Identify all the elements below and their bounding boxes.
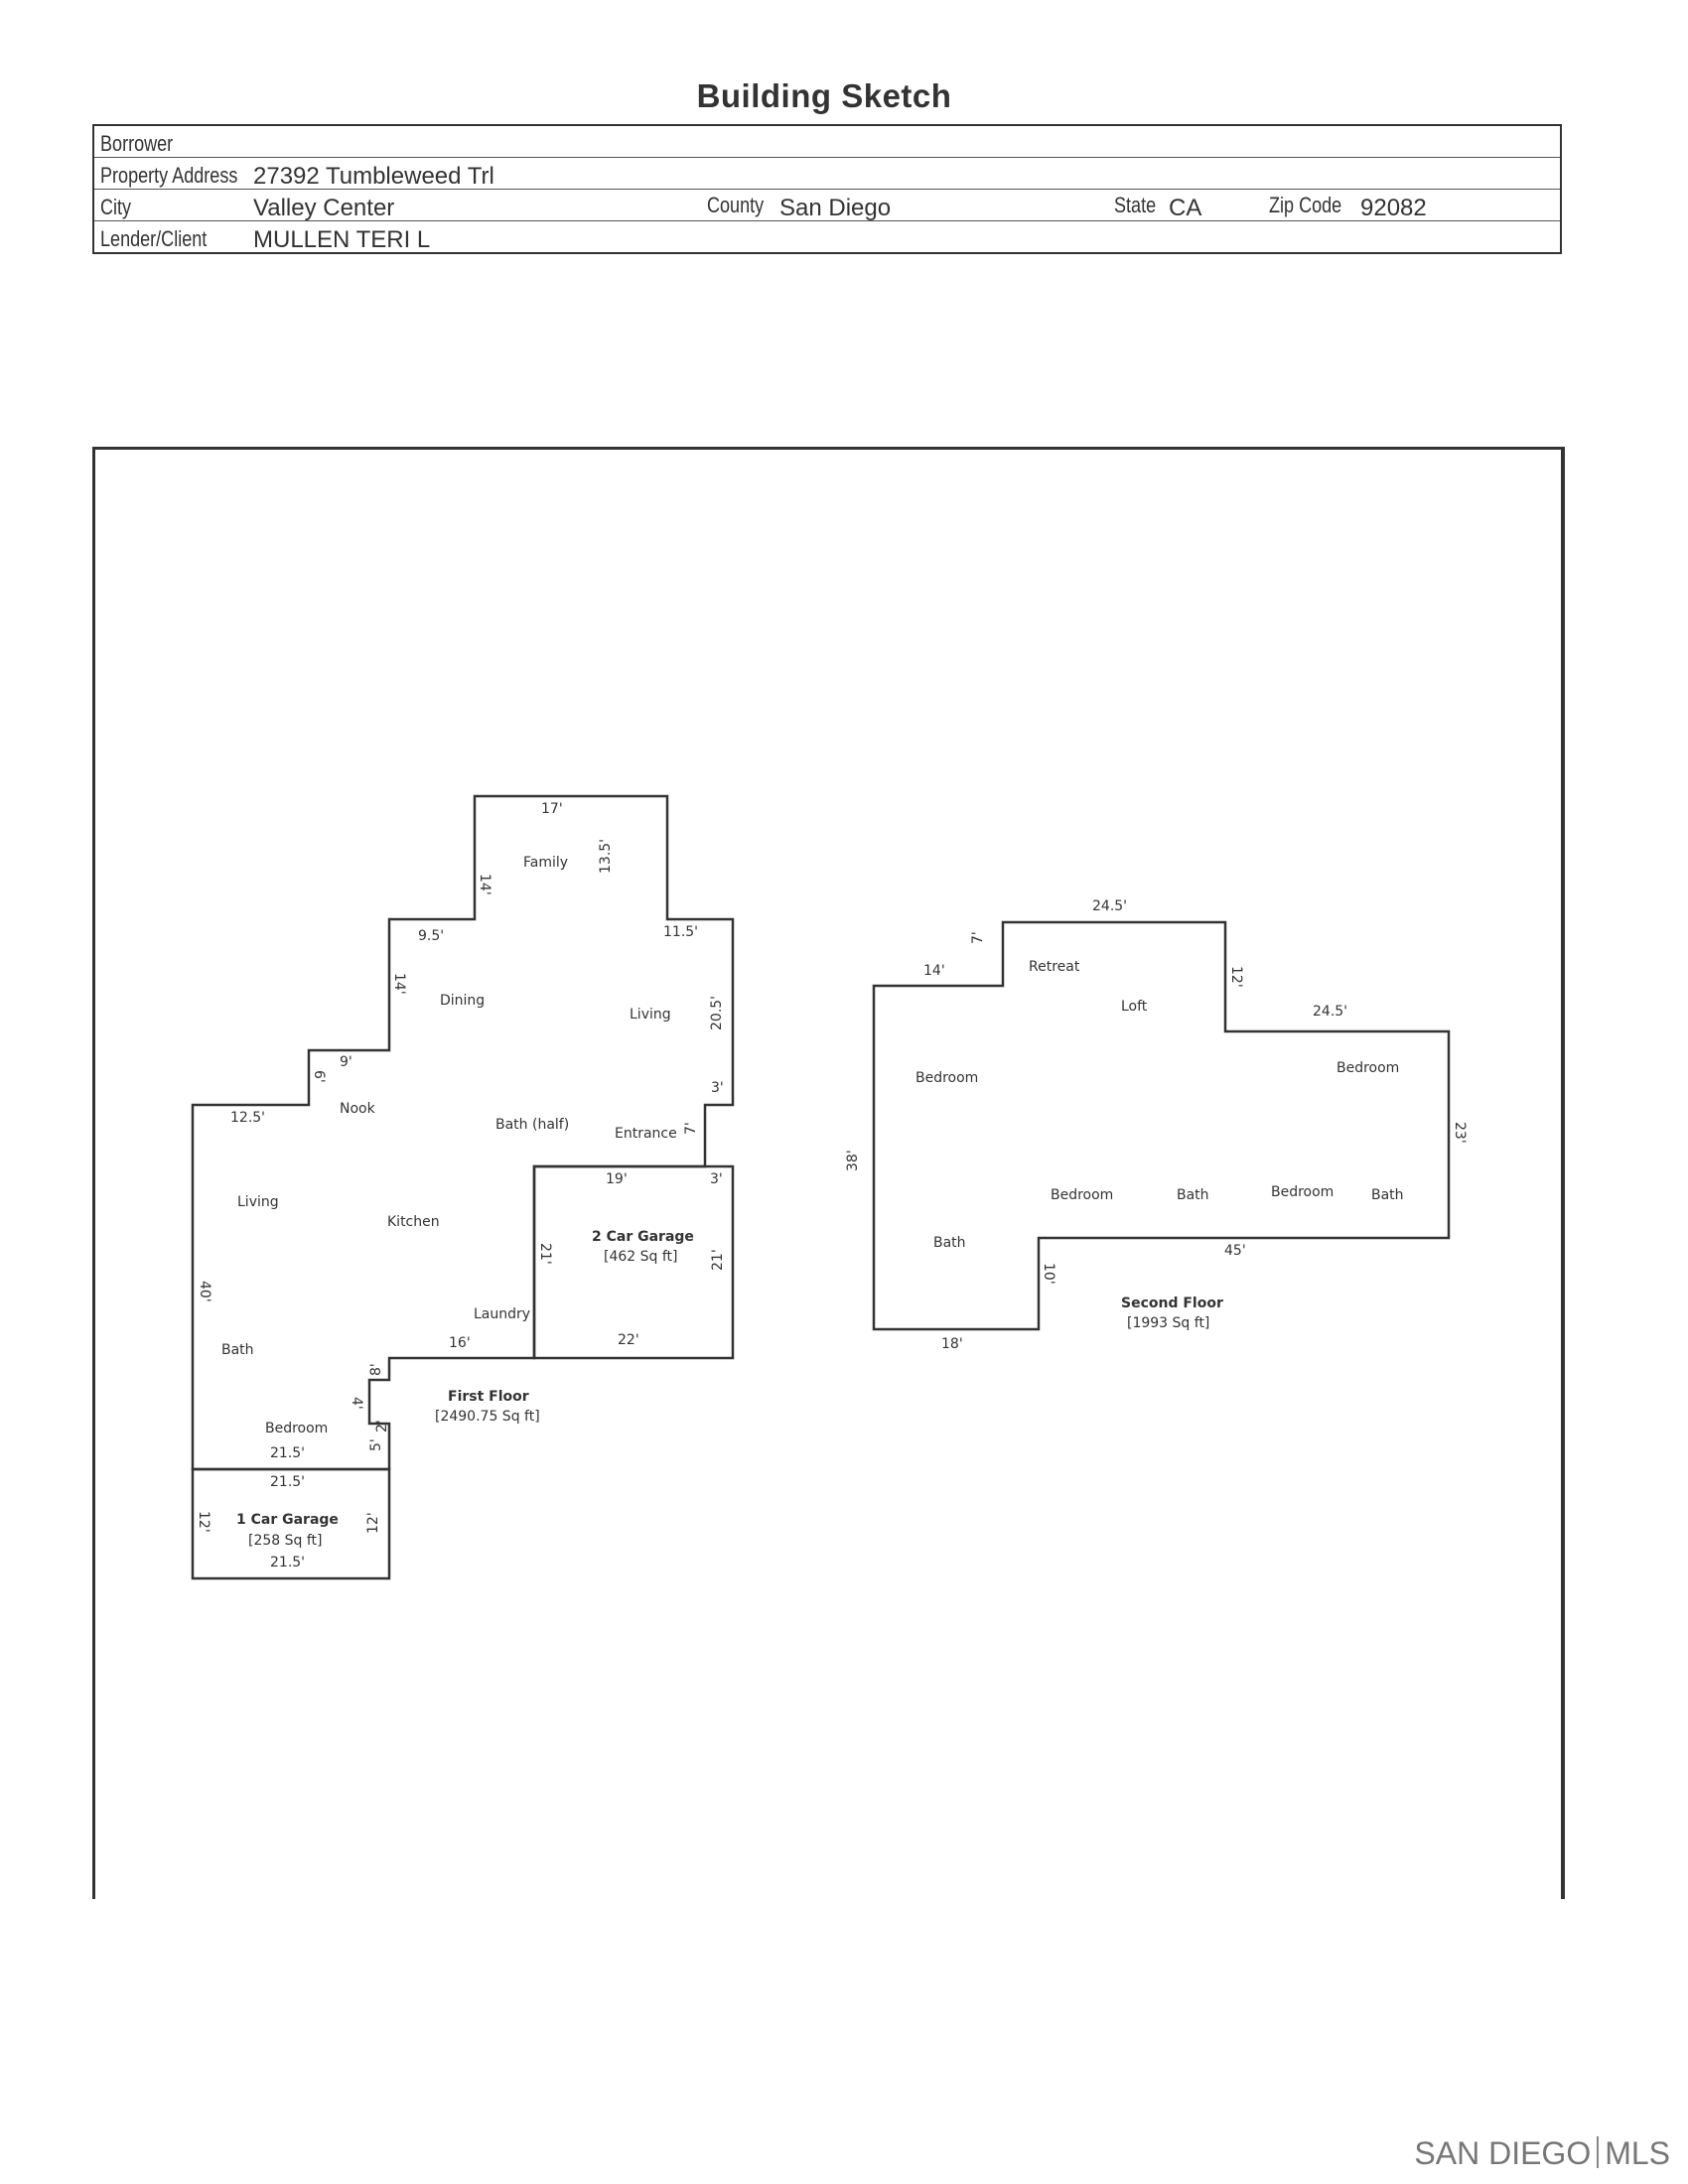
watermark-separator	[1597, 2136, 1600, 2168]
dim-ff-left-side: 40'	[197, 1281, 212, 1302]
dim-sf-left-top: 14'	[923, 963, 945, 979]
second-floor-outline	[872, 920, 1451, 1331]
borrower-cell: Borrower	[93, 125, 1561, 158]
lender-label: Lender/Client	[100, 226, 208, 251]
dim-ff-entrance-7: 7'	[683, 1122, 699, 1135]
watermark-left-text: SAN DIEGO	[1414, 2135, 1592, 2171]
room-family: Family	[523, 855, 568, 871]
dim-ff-family-left: 14'	[477, 874, 492, 895]
room-laundry: Laundry	[474, 1306, 530, 1322]
dim-ff-step-8: 8'	[368, 1363, 384, 1376]
first-floor-area: [2490.75 Sq ft]	[435, 1409, 540, 1425]
dim-ff-nook-left: 6'	[311, 1070, 327, 1083]
state-label: State	[1114, 193, 1157, 217]
dim-sf-right-12: 12'	[1228, 966, 1244, 988]
room-bedroom-left: Bedroom	[915, 1070, 978, 1086]
room-entrance: Entrance	[615, 1126, 677, 1142]
dim-ff-step-4: 4'	[349, 1397, 364, 1410]
first-floor-outline	[191, 794, 735, 1471]
dim-ff-bedroom-bottom: 21.5'	[270, 1445, 305, 1461]
dim-ff-right-3: 3'	[711, 1080, 724, 1096]
room-bath-mid1: Bath	[1177, 1187, 1209, 1203]
property-address-value: 27392 Tumbleweed Trl	[253, 163, 494, 190]
second-floor-area: [1993 Sq ft]	[1127, 1315, 1209, 1331]
room-bedroom-mid2: Bedroom	[1271, 1184, 1334, 1200]
dim-2g-right: 21'	[710, 1249, 726, 1271]
room-bedroom-right: Bedroom	[1336, 1060, 1399, 1076]
dim-2g-top-right: 3'	[710, 1171, 723, 1187]
dim-ff-living-top: 11.5'	[663, 924, 698, 940]
room-nook: Nook	[340, 1101, 376, 1117]
property-address-row: Property Address 27392 Tumbleweed Trl	[93, 157, 1561, 190]
room-bedroom-mid1: Bedroom	[1051, 1187, 1113, 1203]
two-car-garage-outline	[532, 1164, 735, 1360]
dim-1g-right: 12'	[365, 1512, 381, 1534]
dim-2g-left: 21'	[537, 1243, 553, 1265]
room-bath: Bath	[221, 1342, 254, 1358]
dim-sf-right-side: 23'	[1452, 1122, 1468, 1144]
lender-cell: Lender/Client MULLEN TERI L	[93, 221, 1561, 253]
city-cell: City Valley Center County San Diego Stat…	[93, 189, 1561, 221]
property-info-table: Borrower Property Address 27392 Tumblewe…	[92, 124, 1562, 254]
dim-sf-top: 24.5'	[1092, 898, 1127, 914]
dim-ff-family-right: 13.5'	[598, 839, 614, 874]
property-address-label: Property Address	[100, 163, 238, 188]
zip-label: Zip Code	[1269, 193, 1342, 217]
lender-value: MULLEN TERI L	[253, 226, 431, 253]
dim-1g-top: 21.5'	[270, 1474, 305, 1490]
dim-ff-laundry-bottom: 16'	[449, 1335, 471, 1351]
city-value: Valley Center	[253, 195, 395, 221]
dim-sf-inner-10: 10'	[1041, 1263, 1056, 1285]
property-address-cell: Property Address 27392 Tumbleweed Trl	[93, 157, 1561, 190]
one-car-garage-area: [258 Sq ft]	[248, 1533, 323, 1549]
dim-sf-right-top: 24.5'	[1313, 1004, 1347, 1020]
dim-ff-nook-top: 9'	[340, 1054, 352, 1070]
room-living-left: Living	[237, 1194, 279, 1210]
county-label: County	[707, 193, 765, 217]
dim-ff-dining-top: 9.5'	[418, 928, 444, 944]
room-bath-mid2: Bath	[1371, 1187, 1404, 1203]
second-floor-name: Second Floor	[1121, 1296, 1223, 1311]
dim-1g-bottom: 21.5'	[270, 1555, 305, 1570]
sketch-frame	[92, 447, 1565, 1899]
borrower-row: Borrower	[93, 125, 1561, 158]
one-car-garage-name: 1 Car Garage	[236, 1512, 339, 1528]
two-car-garage-area: [462 Sq ft]	[604, 1249, 678, 1265]
dim-ff-step-5: 5'	[368, 1438, 384, 1451]
dim-sf-bottom-right: 45'	[1224, 1243, 1246, 1259]
one-car-garage-outline	[191, 1467, 391, 1580]
dim-ff-top: 17'	[541, 801, 563, 817]
dim-2g-top: 19'	[606, 1171, 628, 1187]
dim-ff-step-2: 2'	[374, 1420, 390, 1433]
room-bath-half: Bath (half)	[495, 1117, 569, 1133]
dim-ff-living-right: 20.5'	[709, 996, 725, 1030]
room-living-upper: Living	[630, 1007, 671, 1023]
lender-row: Lender/Client MULLEN TERI L	[93, 221, 1561, 253]
room-bath-left: Bath	[933, 1235, 966, 1251]
room-retreat: Retreat	[1029, 959, 1080, 975]
city-row: City Valley Center County San Diego Stat…	[93, 189, 1561, 221]
first-floor-name: First Floor	[448, 1389, 529, 1405]
zip-value: 92082	[1360, 195, 1427, 221]
page-title: Building Sketch	[696, 77, 952, 114]
dim-ff-left-top: 12.5'	[230, 1110, 265, 1126]
mls-watermark: SAN DIEGO MLS	[1414, 2135, 1670, 2172]
dim-sf-step-7: 7'	[970, 931, 986, 944]
room-loft: Loft	[1121, 999, 1148, 1015]
dim-2g-bottom: 22'	[618, 1332, 639, 1348]
watermark-right-text: MLS	[1605, 2135, 1670, 2171]
dim-sf-left-side: 38'	[845, 1150, 861, 1171]
room-dining: Dining	[440, 993, 485, 1009]
county-value: San Diego	[779, 195, 892, 221]
dim-ff-dining-left: 14'	[391, 973, 407, 995]
state-value: CA	[1169, 195, 1202, 221]
dim-sf-bottom-left: 18'	[941, 1336, 963, 1352]
city-label: City	[100, 195, 132, 219]
two-car-garage-name: 2 Car Garage	[592, 1229, 694, 1245]
borrower-label: Borrower	[100, 131, 174, 156]
dim-1g-left: 12'	[196, 1511, 211, 1533]
room-bedroom: Bedroom	[265, 1421, 328, 1436]
room-kitchen: Kitchen	[387, 1214, 440, 1230]
